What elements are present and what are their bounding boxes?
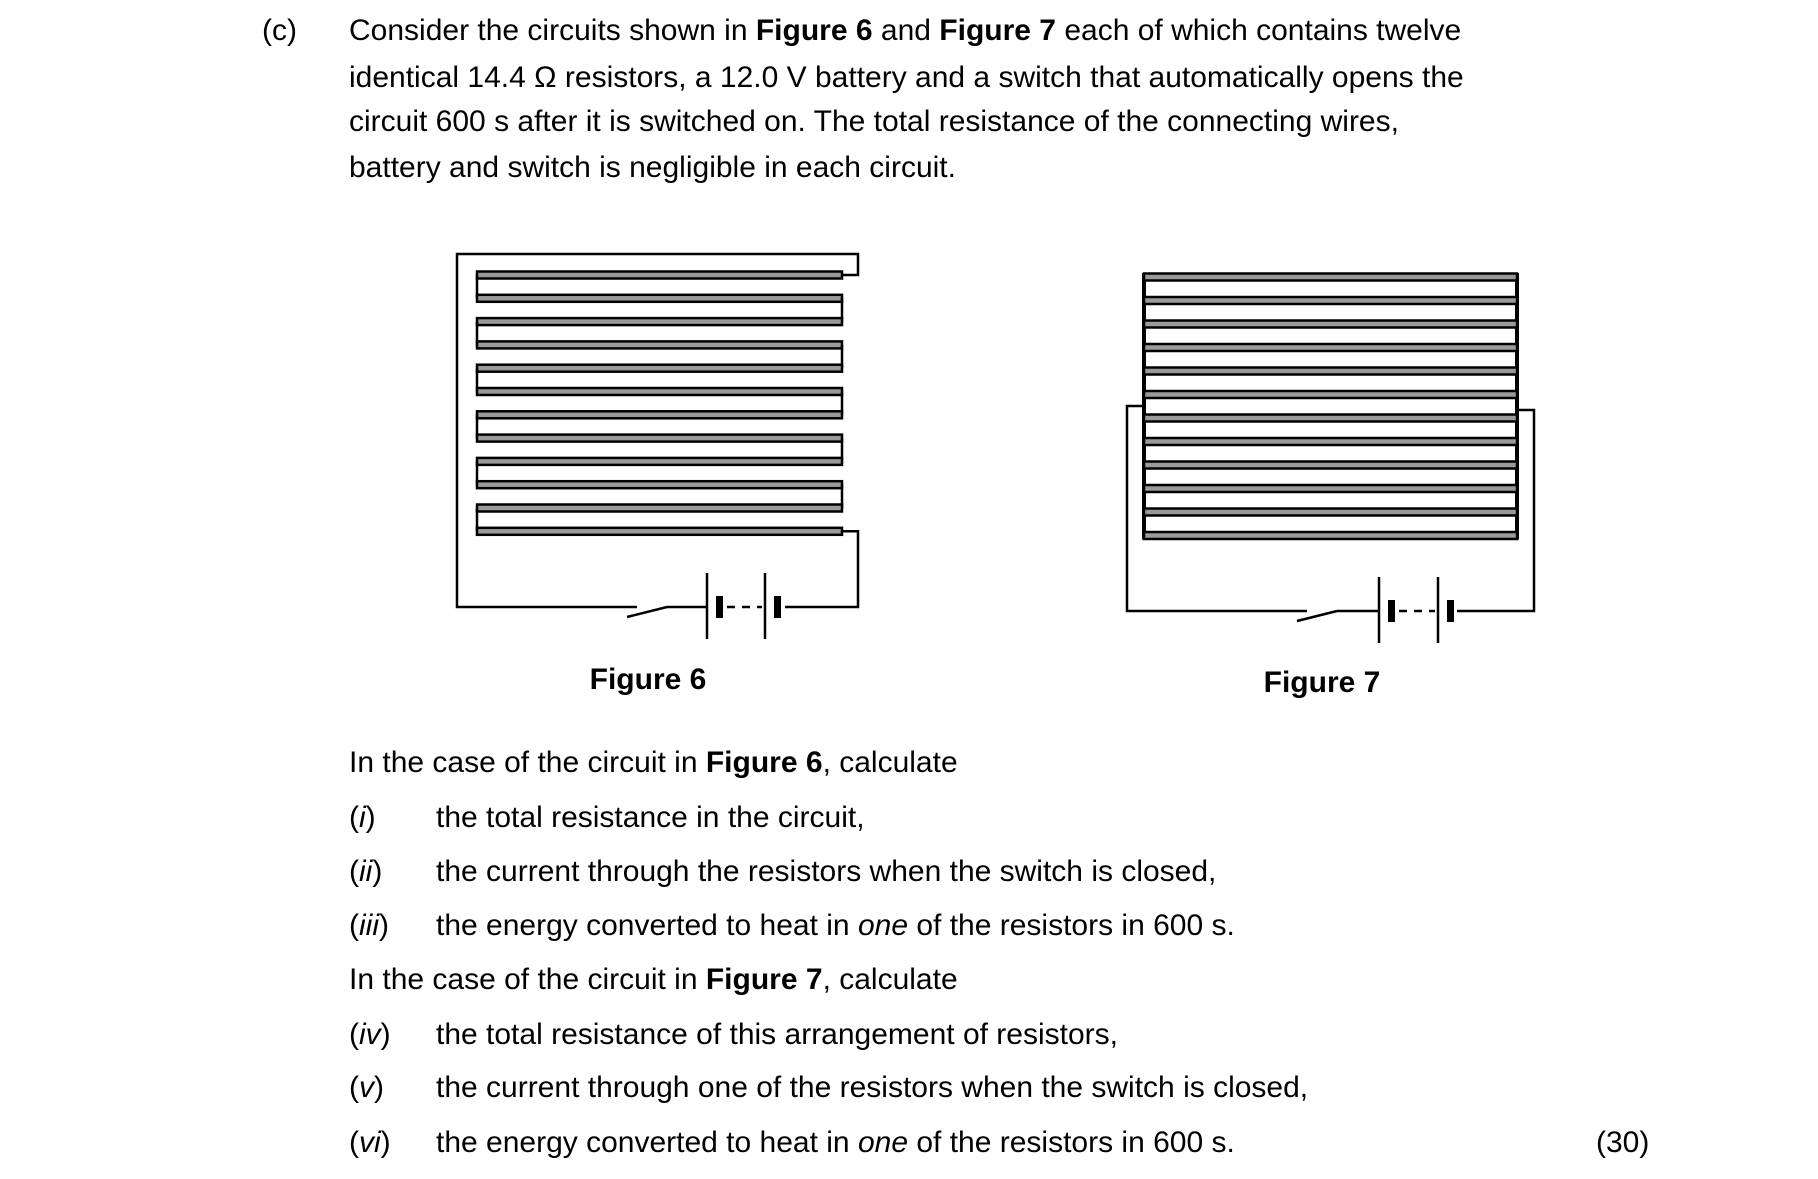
resistor [1142, 342, 1519, 353]
resistor [1142, 295, 1519, 306]
question-label: (iii) [349, 909, 389, 942]
resistor [1142, 366, 1519, 376]
question-label: (iv) [349, 1018, 391, 1051]
resistor [475, 340, 844, 350]
battery-short-plate [716, 596, 723, 618]
resistor [1142, 389, 1519, 400]
switch-blade [626, 605, 668, 619]
wire [455, 252, 860, 609]
resistor [475, 479, 844, 490]
question-text: the total resistance in the circuit, [436, 801, 865, 834]
resistor [1142, 530, 1519, 541]
resistor [475, 386, 844, 397]
figure-7-parallel-circuit [1125, 272, 1536, 643]
intro-line-1: Consider the circuits shown in Figure 6 … [349, 14, 1462, 47]
figure-6-caption: Figure 6 [589, 663, 707, 696]
question-label: (ii) [349, 855, 383, 888]
wire [1457, 408, 1536, 613]
battery-short-plate [774, 596, 781, 618]
battery-short-plate [1447, 600, 1454, 622]
marks: (30) [1596, 1126, 1650, 1159]
section-figure-6-intro: In the case of the circuit in Figure 6, … [349, 746, 958, 779]
question-label: (i) [349, 801, 376, 834]
question-text: the current through the resistors when t… [436, 855, 1217, 888]
resistor [475, 503, 844, 513]
resistor [1142, 319, 1519, 329]
figure-7-caption: Figure 7 [1263, 666, 1381, 699]
resistor [1142, 436, 1519, 447]
resistor [475, 456, 844, 467]
question-label: (v) [349, 1071, 384, 1104]
question-text: the total resistance of this arrangement… [436, 1018, 1118, 1051]
resistor [475, 410, 844, 420]
resistor [475, 316, 844, 327]
wire [1125, 404, 1307, 613]
battery-short-plate [1388, 600, 1395, 622]
resistor [1142, 483, 1519, 494]
question-label: (vi) [349, 1126, 391, 1159]
intro-line-3: circuit 600 s after it is switched on. T… [349, 105, 1399, 138]
resistor [475, 363, 844, 373]
figure-6-series-circuit [455, 252, 860, 639]
resistor [475, 526, 844, 537]
resistor [475, 293, 844, 304]
question-text: the current through one of the resistors… [436, 1071, 1309, 1104]
intro-line-4: battery and switch is negligible in each… [349, 151, 956, 184]
section-figure-7-intro: In the case of the circuit in Figure 7, … [349, 963, 958, 996]
resistor [475, 433, 844, 443]
resistor [475, 270, 844, 280]
wire [785, 530, 860, 609]
resistor [1142, 413, 1519, 423]
switch-blade [1296, 609, 1338, 623]
question-text: the energy converted to heat in one of t… [436, 909, 1235, 942]
question-text: the energy converted to heat in one of t… [436, 1126, 1235, 1159]
resistor [1142, 272, 1519, 282]
resistor [1142, 460, 1519, 470]
part-label: (c) [262, 14, 297, 47]
intro-line-2: identical 14.4 Ω resistors, a 12.0 V bat… [349, 61, 1464, 94]
resistor [1142, 507, 1519, 517]
